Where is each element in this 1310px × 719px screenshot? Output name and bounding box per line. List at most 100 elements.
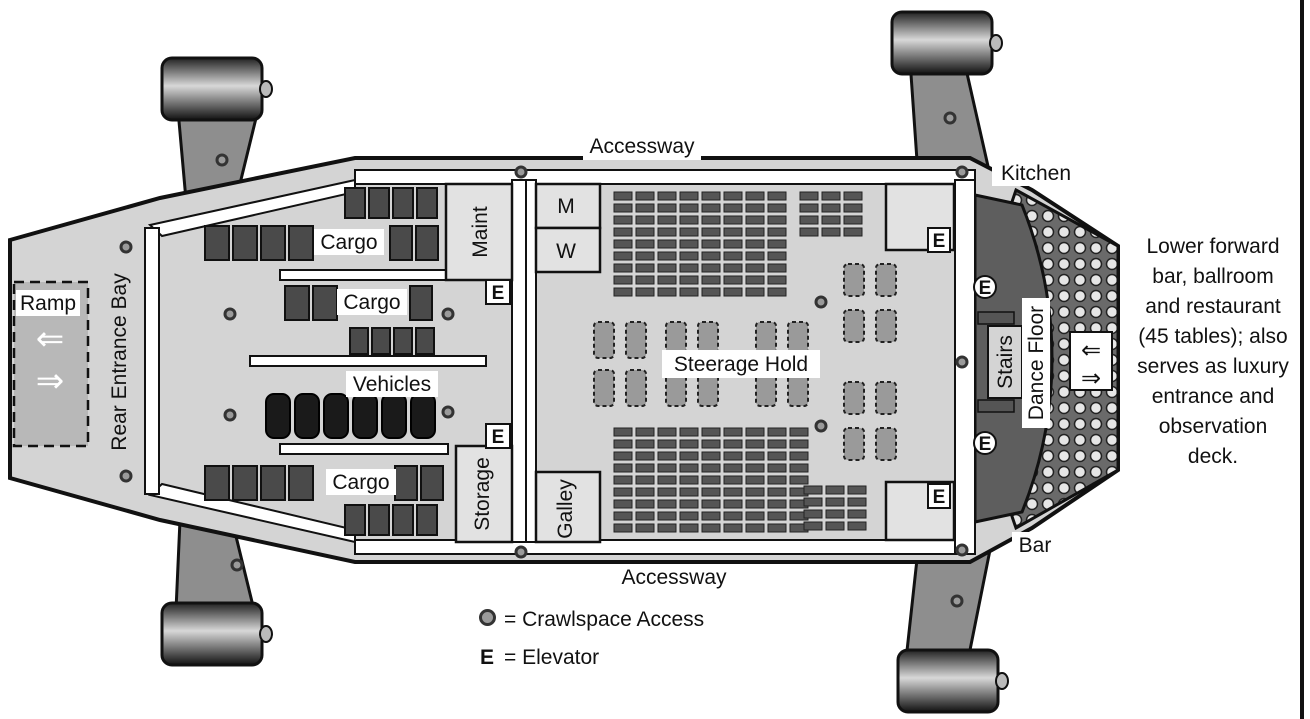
seat	[745, 215, 765, 225]
elevator-label-steerage-top: E	[933, 231, 946, 252]
seat	[767, 523, 787, 533]
seat	[635, 263, 655, 273]
seat	[821, 215, 841, 225]
seat	[767, 203, 787, 213]
seat	[803, 521, 823, 531]
seat	[799, 215, 819, 225]
seat	[635, 511, 655, 521]
seat	[723, 251, 743, 261]
stairs-block	[987, 325, 1023, 399]
seat	[657, 287, 677, 297]
engine-top-right	[890, 10, 1003, 76]
galley-room	[534, 470, 602, 544]
seat	[767, 215, 787, 225]
seat	[723, 439, 743, 449]
seat	[635, 499, 655, 509]
seat	[723, 275, 743, 285]
elevator-label-maint: E	[492, 283, 505, 304]
seat	[657, 427, 677, 437]
seat	[767, 263, 787, 273]
seat	[613, 215, 633, 225]
seat	[701, 439, 721, 449]
seat	[821, 203, 841, 213]
seat	[635, 487, 655, 497]
seat	[767, 275, 787, 285]
seat	[635, 475, 655, 485]
seat	[613, 251, 633, 261]
seat	[821, 191, 841, 201]
seat	[745, 463, 765, 473]
seat	[745, 203, 765, 213]
seat	[723, 203, 743, 213]
seat	[657, 203, 677, 213]
seat	[701, 203, 721, 213]
engine-bottom-right	[896, 648, 1009, 714]
seat-rows-top	[613, 191, 787, 297]
elevator-markers	[485, 227, 997, 509]
seat	[825, 485, 845, 495]
seat	[613, 191, 633, 201]
seat	[799, 203, 819, 213]
seat	[635, 523, 655, 533]
storage-label: Storage	[471, 457, 494, 531]
seat-rows-bottom	[613, 427, 809, 533]
seat	[723, 191, 743, 201]
seat	[657, 439, 677, 449]
seat	[723, 215, 743, 225]
stairs-icon	[977, 311, 1015, 413]
seat	[723, 511, 743, 521]
note-line: serves as luxury	[1137, 355, 1289, 378]
seat	[847, 485, 867, 495]
seat	[767, 439, 787, 449]
seat	[701, 263, 721, 273]
seat	[679, 239, 699, 249]
legend-elevator-text: = Elevator	[504, 646, 600, 669]
seat	[745, 239, 765, 249]
seat	[679, 463, 699, 473]
seat	[767, 463, 787, 473]
seat	[843, 191, 863, 201]
seat	[635, 239, 655, 249]
lounge-entrance	[1069, 331, 1113, 391]
seat	[745, 487, 765, 497]
engine-top-left	[160, 56, 273, 122]
elevator-label-storage: E	[492, 427, 505, 448]
seat	[701, 215, 721, 225]
note-line: deck.	[1187, 445, 1239, 468]
lounge-arrow-left: ⇐	[1081, 337, 1101, 364]
seat	[745, 475, 765, 485]
engine-bottom-left	[160, 601, 273, 667]
seat	[701, 499, 721, 509]
steerage-tables	[593, 263, 897, 461]
seat	[679, 523, 699, 533]
note-line: and restaurant	[1145, 295, 1281, 318]
seat	[679, 251, 699, 261]
seat	[745, 439, 765, 449]
seat	[843, 227, 863, 237]
seat	[657, 451, 677, 461]
seat	[745, 227, 765, 237]
accessway-bottom-label: Accessway	[621, 566, 727, 589]
kitchen-label: Kitchen	[1001, 162, 1071, 185]
seat	[701, 487, 721, 497]
seat	[803, 485, 823, 495]
seat	[679, 275, 699, 285]
note-line: Lower forward	[1146, 235, 1280, 258]
seat	[723, 287, 743, 297]
crawlspace-icon	[470, 608, 504, 632]
seat	[789, 463, 809, 473]
seat	[657, 475, 677, 485]
seat	[679, 215, 699, 225]
seat	[613, 523, 633, 533]
seat	[723, 239, 743, 249]
seat	[635, 439, 655, 449]
seat	[767, 287, 787, 297]
seat	[701, 511, 721, 521]
seat	[613, 287, 633, 297]
seat	[701, 523, 721, 533]
ramp-label: Ramp	[20, 292, 76, 315]
seat	[635, 251, 655, 261]
seat	[613, 227, 633, 237]
seat	[679, 427, 699, 437]
seat	[767, 475, 787, 485]
